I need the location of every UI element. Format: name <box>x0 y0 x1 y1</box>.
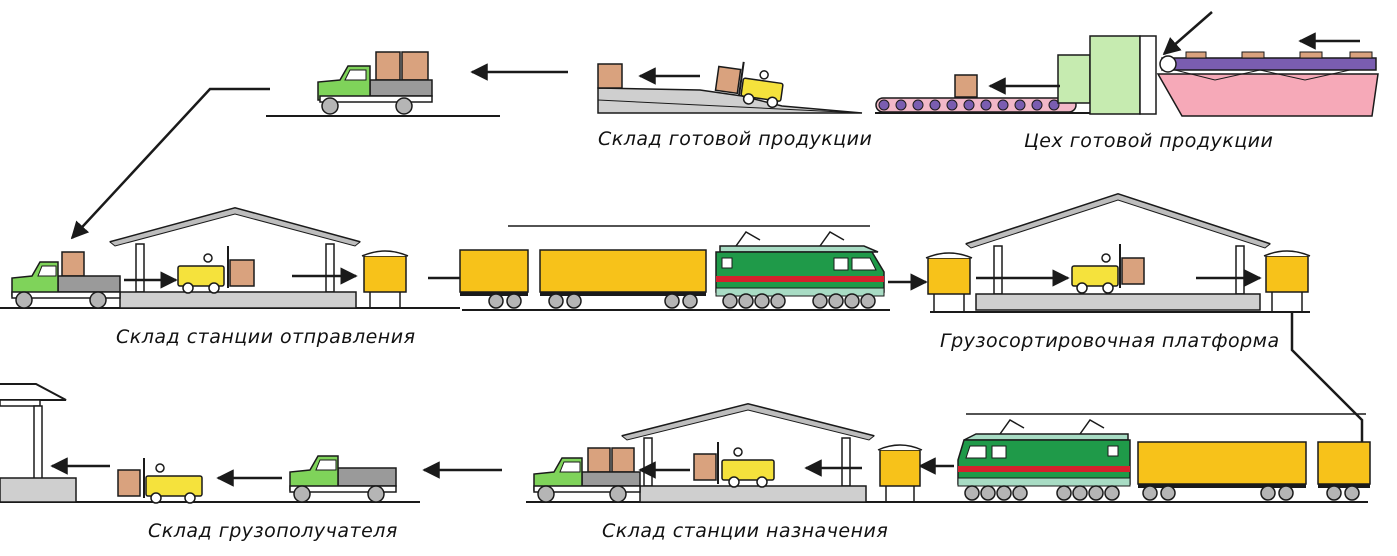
wheel <box>844 293 860 309</box>
forklift <box>714 61 784 109</box>
consignee-warehouse <box>0 383 502 504</box>
wheel <box>1088 485 1104 501</box>
shop-block-frame <box>1139 35 1157 115</box>
label-cargo-sorting-platform: Грузосортировочная платформа <box>940 330 1280 352</box>
flow-connector <box>1290 312 1364 464</box>
wheel <box>722 293 738 309</box>
label-finished-goods-shop: Цех готовой продукции <box>1024 130 1274 152</box>
wheel <box>770 293 786 309</box>
label-departure-station-warehouse: Склад станции отправления <box>116 326 416 348</box>
hopper-conveyor <box>1161 57 1377 71</box>
wheel <box>1056 485 1072 501</box>
loading-ramp <box>597 87 863 114</box>
warehouse-platform <box>119 291 357 309</box>
conveyor-roller <box>997 99 1009 111</box>
wheel <box>1072 485 1088 501</box>
wheel <box>1012 485 1028 501</box>
conveyor-roller <box>929 99 941 111</box>
wheel <box>964 485 980 501</box>
goods-box <box>597 63 623 89</box>
wheel <box>996 485 1012 501</box>
shop-block-low <box>1057 54 1091 104</box>
conveyor-roller <box>895 99 907 111</box>
departure-station-warehouse <box>0 206 482 309</box>
conveyor-roller <box>963 99 975 111</box>
conveyor-roller <box>1048 99 1060 111</box>
wheel <box>1104 485 1120 501</box>
cargo-sorting-platform <box>925 192 1311 313</box>
wheel <box>860 293 876 309</box>
sorting-platform <box>975 293 1261 311</box>
label-consignee-warehouse: Склад грузополучателя <box>148 520 398 542</box>
goods-box <box>954 74 978 98</box>
conveyor-roller <box>1031 99 1043 111</box>
wheel <box>828 293 844 309</box>
label-finished-goods-warehouse: Склад готовой продукции <box>598 128 873 150</box>
destination-station-warehouse <box>526 402 950 503</box>
finished-goods-warehouse <box>597 61 863 114</box>
conveyor-belt <box>875 97 1077 113</box>
wheel <box>812 293 828 309</box>
conveyor-rollers <box>878 99 1060 111</box>
wheel <box>754 293 770 309</box>
feed-arrow <box>1162 11 1213 56</box>
conveyor-roller <box>878 99 890 111</box>
label-destination-station-warehouse: Склад станции назначения <box>602 520 889 542</box>
conveyor-roller <box>980 99 992 111</box>
conveyor-roller <box>1014 99 1026 111</box>
shop-block-high <box>1089 35 1141 115</box>
warehouse-platform <box>639 485 867 503</box>
flow-connector <box>70 87 270 240</box>
hopper <box>1156 73 1379 117</box>
conveyor-roller <box>946 99 958 111</box>
conveyor-roller <box>912 99 924 111</box>
departing-truck <box>266 51 568 117</box>
wheel <box>980 485 996 501</box>
wheel <box>738 293 754 309</box>
freight-train-outbound <box>459 225 928 311</box>
finished-goods-shop <box>875 11 1379 117</box>
freight-train-inbound <box>918 413 1371 503</box>
